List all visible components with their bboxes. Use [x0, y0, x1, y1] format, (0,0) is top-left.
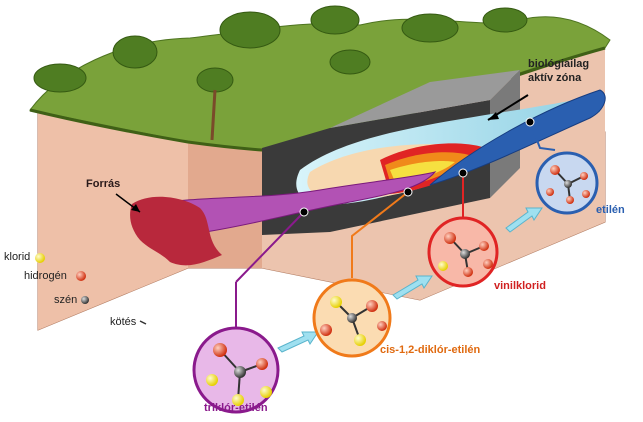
- ethene-connector: [529, 121, 556, 151]
- atom-sphere-icon: [206, 374, 218, 386]
- atom-sphere-icon: [479, 241, 489, 251]
- tree-1: [33, 63, 87, 93]
- tree-7: [196, 67, 234, 93]
- dce-point: [403, 187, 413, 197]
- ethene-label: etilén: [596, 204, 625, 216]
- atom-sphere-icon: [76, 271, 86, 281]
- trees: [33, 5, 528, 141]
- tce-point: [299, 207, 309, 217]
- active-zone-label-1: biológiailag: [528, 58, 590, 70]
- legend-bond: kötés: [110, 316, 137, 328]
- atom-sphere-icon: [320, 324, 332, 336]
- atom-sphere-icon: [460, 249, 470, 259]
- atom-sphere-icon: [35, 253, 45, 263]
- atom-sphere-icon: [582, 190, 590, 198]
- tree-5: [401, 13, 459, 43]
- atom-sphere-icon: [330, 296, 342, 308]
- atom-sphere-icon: [566, 196, 574, 204]
- tree-8: [329, 49, 371, 75]
- atom-sphere-icon: [377, 321, 387, 331]
- tce-label: triklór-etilén: [204, 402, 268, 414]
- ethene-plume: [429, 89, 606, 186]
- atom-sphere-icon: [347, 313, 357, 323]
- atom-sphere-icon: [81, 296, 89, 304]
- legend-carbon: szén: [54, 294, 78, 306]
- tree-6: [482, 7, 528, 33]
- atom-sphere-icon: [256, 358, 268, 370]
- atom-sphere-icon: [546, 188, 554, 196]
- atom-sphere-icon: [444, 232, 456, 244]
- tce-molecule: [192, 326, 280, 414]
- vc-point: [458, 168, 468, 178]
- ethene-molecule: [535, 151, 599, 215]
- legend: [35, 253, 147, 325]
- tce-connector: [235, 211, 305, 283]
- atom-sphere-icon: [550, 165, 560, 175]
- atom-sphere-icon: [483, 259, 493, 269]
- legend-hydrogen: hidrogén: [24, 270, 67, 282]
- dce-molecule: [312, 278, 392, 358]
- right-arrow-icon: [392, 275, 433, 300]
- right-arrow-icon: [505, 207, 543, 233]
- atom-sphere-icon: [438, 261, 448, 271]
- atom-sphere-icon: [213, 343, 227, 357]
- atom-sphere-icon: [354, 334, 366, 346]
- atom-sphere-icon: [580, 172, 588, 180]
- tree-3: [219, 11, 281, 49]
- bond-icon: [139, 320, 147, 325]
- atom-sphere-icon: [234, 366, 246, 378]
- atom-sphere-icon: [463, 267, 473, 277]
- dce-connector: [351, 191, 409, 278]
- active-zone-label-2: aktív zóna: [528, 72, 582, 84]
- source-stain: [130, 196, 222, 266]
- right-arrow-icon: [277, 331, 319, 353]
- tree-4: [310, 5, 360, 35]
- dce-label: cis-1,2-diklór-etilén: [380, 344, 481, 356]
- atom-sphere-icon: [232, 394, 244, 406]
- vc-molecule: [427, 216, 499, 288]
- reaction-arrows: [277, 207, 543, 353]
- tree-2: [112, 35, 158, 69]
- soil-left-face: [38, 112, 188, 330]
- atom-sphere-icon: [564, 180, 572, 188]
- atom-sphere-icon: [366, 300, 378, 312]
- trench-gray-top: [330, 70, 520, 128]
- legend-chloride: klorid: [4, 251, 31, 263]
- atom-sphere-icon: [260, 386, 272, 398]
- source-label: Forrás: [86, 178, 121, 190]
- vc-label: vinilklorid: [494, 280, 546, 292]
- ethene-point: [525, 117, 535, 127]
